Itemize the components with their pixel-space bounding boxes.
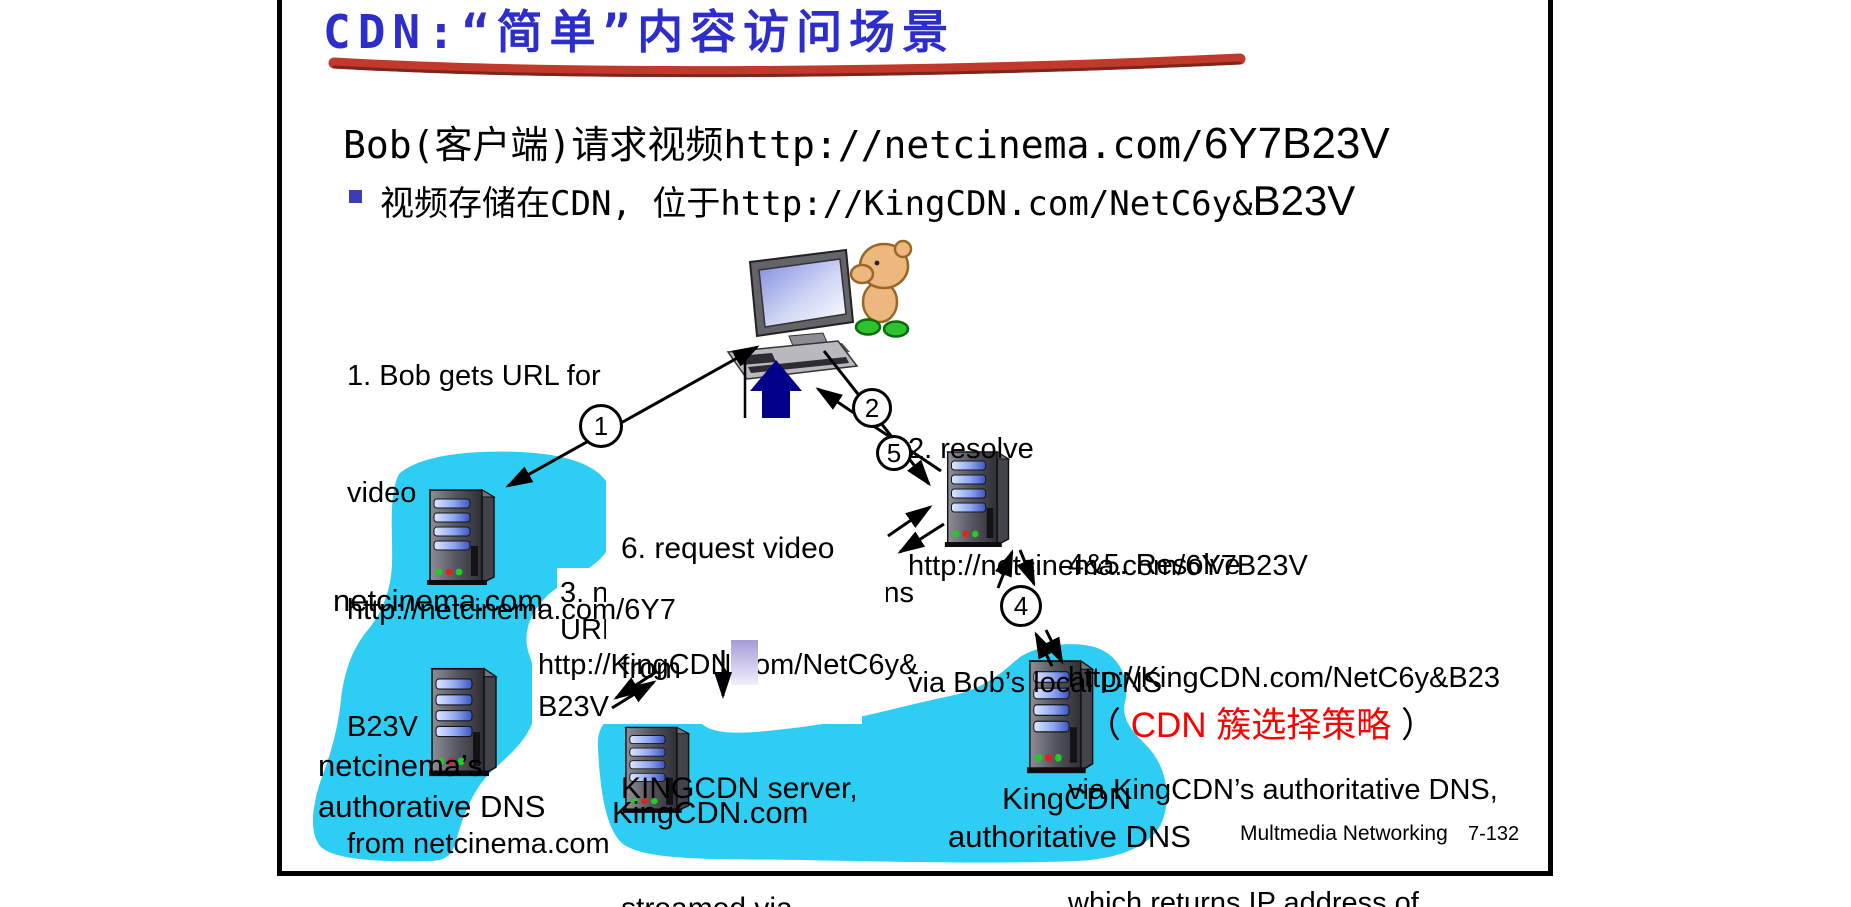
bullet-icon [349,190,362,203]
note45-line: via KingCDN’s authoritative DNS, [1068,774,1498,806]
note-step4-5: 4&5. Resolve http://KingCDN.com/NetC6y&B… [1068,472,1500,907]
note2-line: 2. resolve [908,433,1034,465]
heading-request-line: Bob(客户端)请求视频http://netcinema.com/6Y7B23V [343,114,1390,169]
paren-open: （ [1086,706,1131,745]
step-number: 4 [1013,591,1029,621]
note6-line: KINGCDN server, [621,772,858,805]
note1-line: B23V [347,711,418,743]
paren-close: ） [1391,706,1437,745]
note-step3-line4: B23V [538,691,609,723]
note-cdn-cluster-policy: （ CDN 簇选择策略 ） [1086,697,1436,748]
note-step1: 1. Bob gets URL for video http://netcine… [347,279,676,907]
step-number: 2 [864,393,880,423]
note6-line: 6. request video [621,532,835,565]
request-text: Bob(客户端)请求视频 [343,123,724,167]
step-circle-5: 5 [876,435,912,471]
video-id-2: B23V [1252,177,1356,224]
label-kingcdn-dns-line1: KingCDN [1002,781,1132,816]
netcinema-url: http://netcinema.com/ [723,123,1204,167]
storage-text: 视频存储在CDN, 位于 [380,184,721,224]
label-kingcdn-dns-line2: authoritative DNS [948,819,1191,854]
note1-line: video [347,477,417,509]
note2-line: via Bob’s local DNS [908,667,1163,699]
note45-line: which returns IP address of [1068,886,1419,907]
highlight-blob [312,451,1167,863]
label-kingcdn-com: KingCDN.com [612,795,809,830]
slide-title: CDN:“简单”内容访问场景 [323,5,956,59]
note3-background-lower [532,648,862,724]
step-circle-2: 2 [852,388,892,428]
label-netcinema-com: netcinema.com [333,583,544,618]
note2-line: http://netcinema.com/6Y7B23V [908,550,1308,582]
note1-line: http://netcinema.com/6Y7 [347,594,676,626]
label-netcinema-dns-line1: netcinema’s [318,748,483,783]
kingcdn-url: http://KingCDN.com/NetC6y& [720,184,1253,224]
note45-line: http://KingCDN.com/NetC6y&B23 [1068,661,1500,694]
note1-line: 1. Bob gets URL for [347,360,601,392]
footer-course-title: Multmedia Networking [1240,822,1448,845]
label-netcinema-dns-line2: authorative DNS [318,789,546,824]
note45-line: 4&5. Resolve [1068,549,1241,581]
step-number: 5 [886,438,902,468]
computer-icon [726,248,859,380]
step-circle-4: 4 [1000,585,1042,627]
heading-bullet-line: 视频存储在CDN, 位于http://KingCDN.com/NetC6y&B2… [380,176,1355,225]
note6-line: streamed via [621,889,858,907]
video-id: 6Y7B23V [1203,119,1390,168]
note1-line: from netcinema.com [347,828,610,860]
cdn-cluster-policy-text: CDN 簇选择策略 [1130,706,1392,745]
footer-page-number: 7-132 [1468,823,1520,845]
person-icon [849,239,913,338]
highlight-box [731,640,758,685]
